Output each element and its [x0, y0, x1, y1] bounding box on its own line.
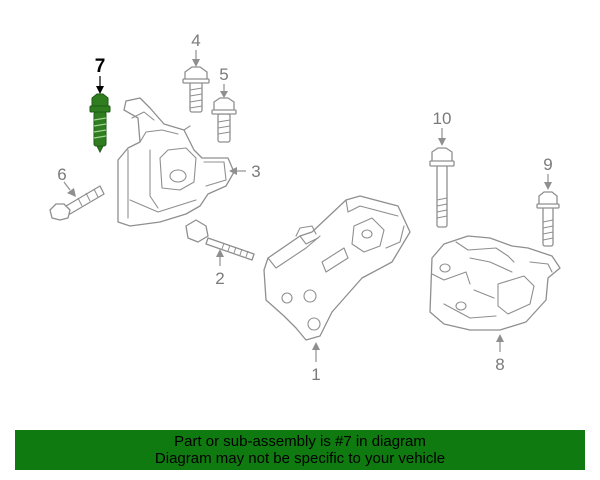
part-1-support-bracket[interactable]: [263, 195, 411, 341]
callout-7-selected: 7: [95, 56, 106, 77]
callout-6: 6: [57, 165, 66, 184]
part-7-bolt-highlighted[interactable]: [89, 93, 111, 154]
banner-line-2: Diagram may not be specific to your vehi…: [154, 450, 446, 467]
callout-3: 3: [251, 162, 260, 181]
callout-4: 4: [191, 31, 200, 50]
part-8-transmission-mount[interactable]: [429, 235, 561, 331]
banner-line-1: Part or sub-assembly is #7 in diagram: [174, 433, 426, 450]
callout-10: 10: [433, 109, 452, 128]
part-5-bolt[interactable]: [211, 97, 237, 143]
part-10-bolt[interactable]: [429, 147, 455, 228]
callout-leaders: [63, 50, 552, 362]
callout-1: 1: [311, 365, 320, 384]
part-info-banner: Part or sub-assembly is #7 in diagram Di…: [15, 430, 585, 470]
part-9-bolt[interactable]: [536, 191, 560, 247]
callout-8: 8: [495, 355, 504, 374]
part-4-bolt[interactable]: [182, 66, 210, 113]
callout-2: 2: [215, 269, 224, 288]
part-3-mount-bracket[interactable]: [117, 97, 235, 227]
callout-labels: 1 2 3 4 5 6 7 8 9 10: [57, 31, 552, 384]
part-6-bolt[interactable]: [49, 185, 105, 221]
parts-diagram: 1 2 3 4 5 6 7 8 9 10: [49, 31, 561, 384]
part-2-bolt[interactable]: [185, 219, 255, 261]
callout-9: 9: [543, 155, 552, 174]
callout-5: 5: [219, 65, 228, 84]
